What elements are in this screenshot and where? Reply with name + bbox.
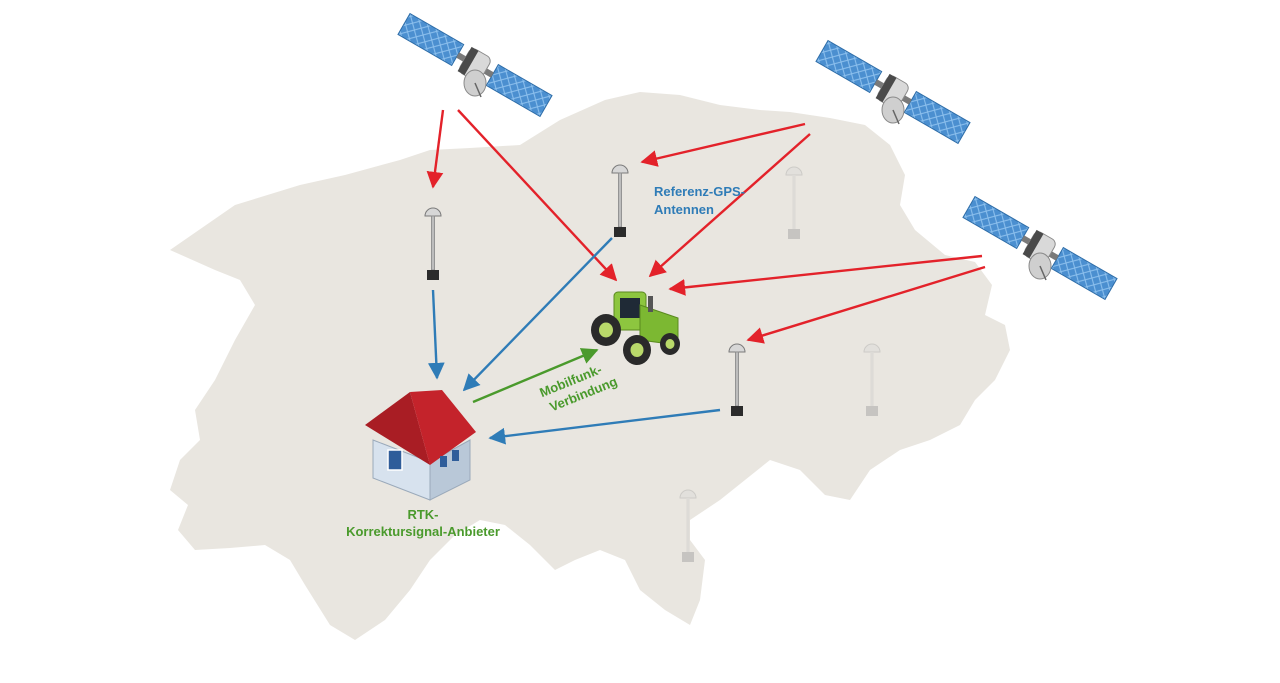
correction-signals [427, 237, 721, 445]
satellite-signals [426, 109, 986, 344]
tractor-icon [591, 291, 680, 365]
antennas-label-line1: Referenz-GPS- [654, 184, 745, 199]
satellite-icon [396, 11, 554, 119]
provider-label-line2: Korrektursignal-Anbieter [346, 524, 500, 539]
provider-label-line1: RTK- [407, 507, 438, 522]
antennas-label-line2: Antennen [654, 202, 714, 217]
mobile-link-arrow [472, 348, 599, 404]
house-icon [365, 390, 476, 501]
